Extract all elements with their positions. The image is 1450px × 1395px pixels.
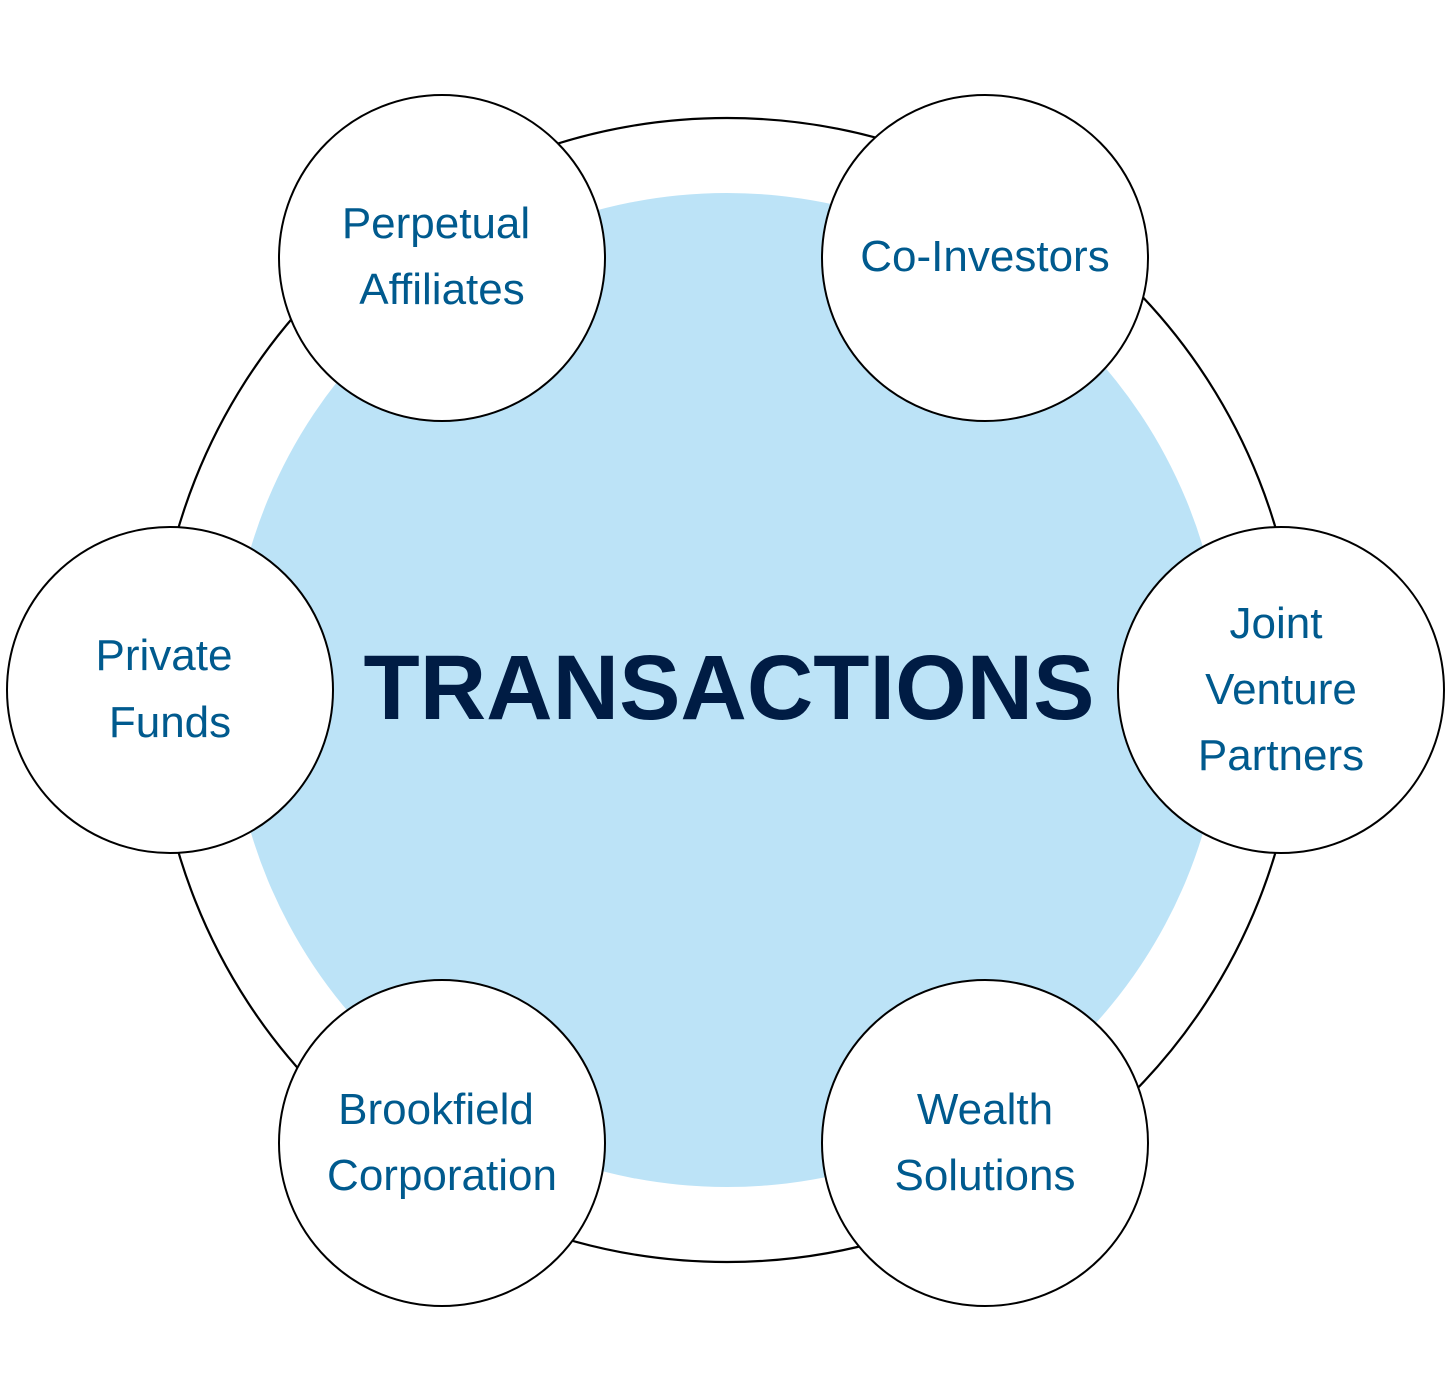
node-private-funds: Private Funds [6, 526, 334, 854]
node-co-investors: Co-Investors [821, 94, 1149, 422]
node-circle [6, 526, 334, 854]
node-label-line: Perpetual [342, 199, 530, 248]
node-perpetual-affiliates: Perpetual Affiliates [278, 94, 606, 422]
node-label-line: Affiliates [359, 265, 525, 314]
node-label-line: Private [96, 631, 233, 680]
node-joint-venture-partners: Joint Venture Partners [1117, 526, 1445, 854]
node-label-line: Solutions [894, 1151, 1075, 1200]
node-circle [278, 979, 606, 1307]
node-label-line: Wealth [917, 1085, 1053, 1134]
node-label-line: Corporation [327, 1151, 557, 1200]
node-circle [278, 94, 606, 422]
center-title: TRANSACTIONS [364, 637, 1095, 739]
center-circle [230, 193, 1224, 1187]
node-brookfield-corporation: Brookfield Corporation [278, 979, 606, 1307]
node-circle [821, 979, 1149, 1307]
node-circle [1117, 526, 1445, 854]
node-label-line: Joint [1230, 599, 1323, 648]
node-label-line: Funds [109, 698, 231, 747]
node-label-line: Co-Investors [860, 232, 1109, 281]
node-label-line: Venture [1205, 665, 1357, 714]
node-label-line: Brookfield [338, 1085, 534, 1134]
node-wealth-solutions: Wealth Solutions [821, 979, 1149, 1307]
node-label-line: Partners [1198, 731, 1364, 780]
node-circle [821, 94, 1149, 422]
